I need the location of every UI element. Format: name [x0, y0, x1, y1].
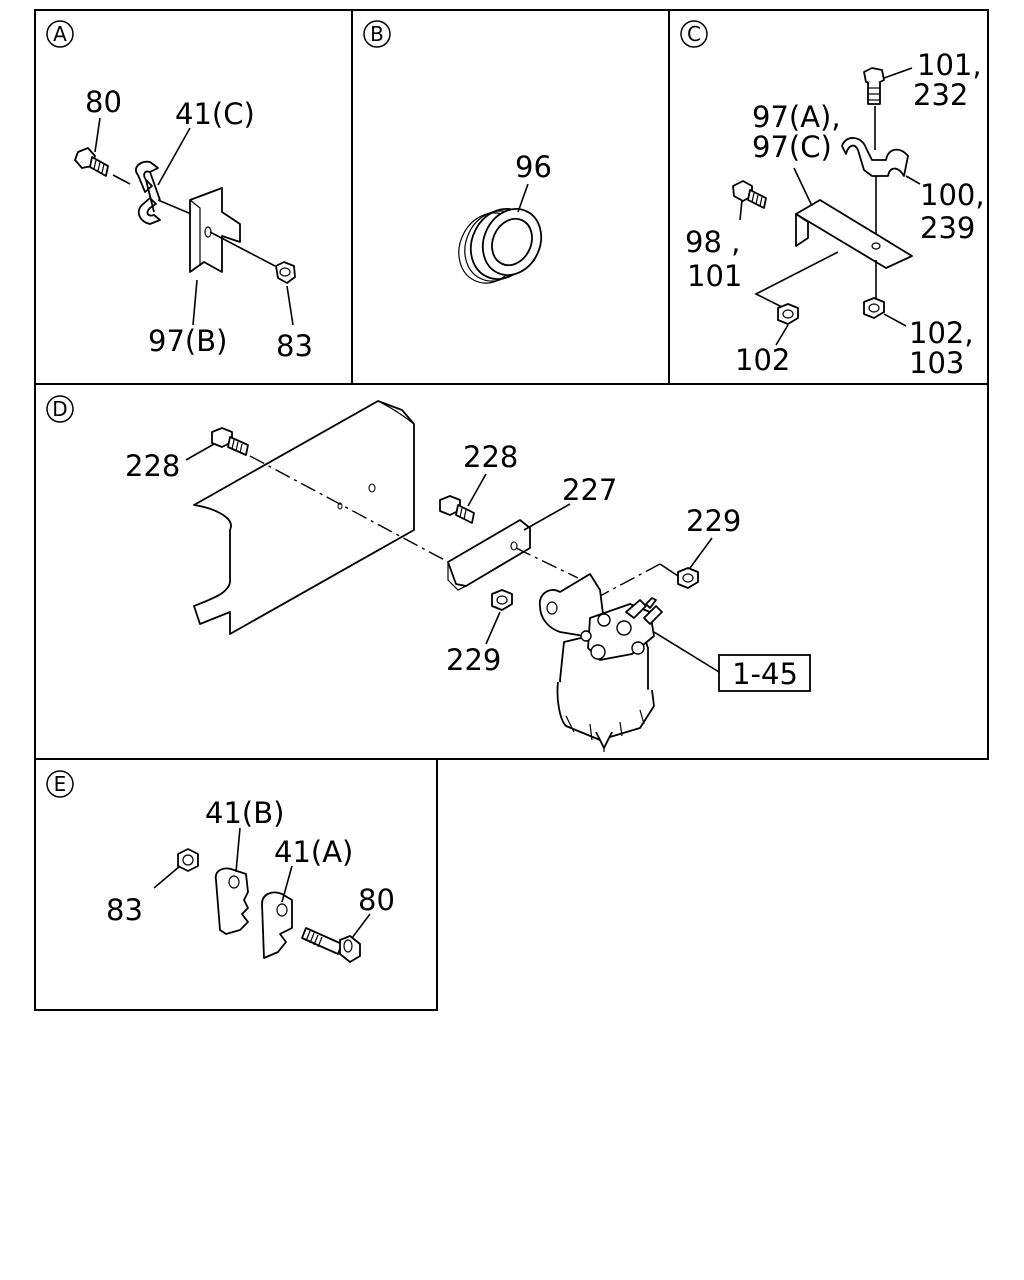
label-102-103-line1: 102,	[909, 316, 974, 350]
label-41c: 41(C)	[175, 97, 255, 131]
label-102: 102	[735, 343, 790, 377]
svg-text:C: C	[687, 22, 701, 46]
bolt-228-mid-icon	[439, 495, 475, 524]
svg-text:A: A	[53, 22, 67, 46]
svg-text:1-45: 1-45	[732, 657, 798, 691]
nut-83-icon	[275, 261, 296, 284]
section-marker-c: C	[680, 20, 708, 48]
label-102-103-line2: 103	[909, 346, 964, 380]
bracket-97b-icon	[189, 187, 241, 273]
label-80: 80	[85, 85, 122, 119]
label-239-line2: 239	[920, 211, 975, 245]
fuel-filter-icon	[538, 573, 663, 752]
label-97a-line1: 97(A),	[752, 100, 841, 134]
clamp-100-icon	[841, 137, 909, 177]
label-229-right: 229	[686, 504, 741, 538]
section-e: E 41(B)	[46, 770, 395, 963]
bracket-227-icon	[447, 519, 531, 591]
svg-text:E: E	[54, 772, 67, 796]
clip-41c-icon	[135, 160, 161, 225]
nut-229-right-icon	[677, 567, 699, 589]
section-marker-b: B	[363, 20, 391, 48]
label-96: 96	[515, 150, 552, 184]
label-98-line1: 98 ,	[685, 225, 740, 259]
nut-83-icon	[177, 848, 199, 872]
label-83: 83	[276, 329, 313, 363]
section-marker-e: E	[46, 770, 74, 798]
section-b: B 96	[363, 20, 552, 284]
bolt-80-icon	[74, 147, 109, 177]
nut-229-low-icon	[491, 589, 513, 611]
clip-41a-icon	[261, 891, 293, 959]
nut-102-icon	[777, 303, 799, 325]
reference-box-1-45[interactable]: 1-45	[718, 654, 811, 692]
label-229-low: 229	[446, 643, 501, 677]
label-227: 227	[562, 473, 617, 507]
label-97c-line2: 97(C)	[752, 130, 832, 164]
label-228-left: 228	[125, 449, 180, 483]
nut-102-103-icon	[863, 297, 885, 319]
label-101-line2: 101	[687, 259, 742, 293]
clip-41b-icon	[214, 867, 249, 935]
bolt-98-icon	[732, 180, 767, 209]
section-marker-a: A	[46, 20, 74, 48]
label-101-232-line2: 232	[913, 78, 968, 112]
grommet-96-icon	[458, 208, 543, 284]
bolt-80-icon	[301, 927, 361, 963]
label-100-line1: 100,	[920, 178, 985, 212]
label-228-mid: 228	[463, 440, 518, 474]
bracket-97a-icon	[795, 199, 913, 269]
label-97b: 97(B)	[148, 324, 227, 358]
bolt-101-icon	[863, 67, 885, 105]
section-c: C	[680, 20, 985, 380]
section-marker-d: D	[46, 395, 74, 423]
section-a: A	[46, 20, 313, 363]
label-83: 83	[106, 893, 143, 927]
bolt-228-left-icon	[211, 427, 249, 456]
svg-text:B: B	[370, 22, 384, 46]
label-80: 80	[358, 883, 395, 917]
frame-rail-icon	[193, 400, 415, 635]
label-101-232-line1: 101,	[917, 48, 982, 82]
diagram-frames	[34, 9, 989, 1011]
label-41a: 41(A)	[274, 835, 353, 869]
label-41b: 41(B)	[205, 796, 284, 830]
svg-text:D: D	[52, 397, 67, 421]
section-d: D	[46, 395, 811, 752]
